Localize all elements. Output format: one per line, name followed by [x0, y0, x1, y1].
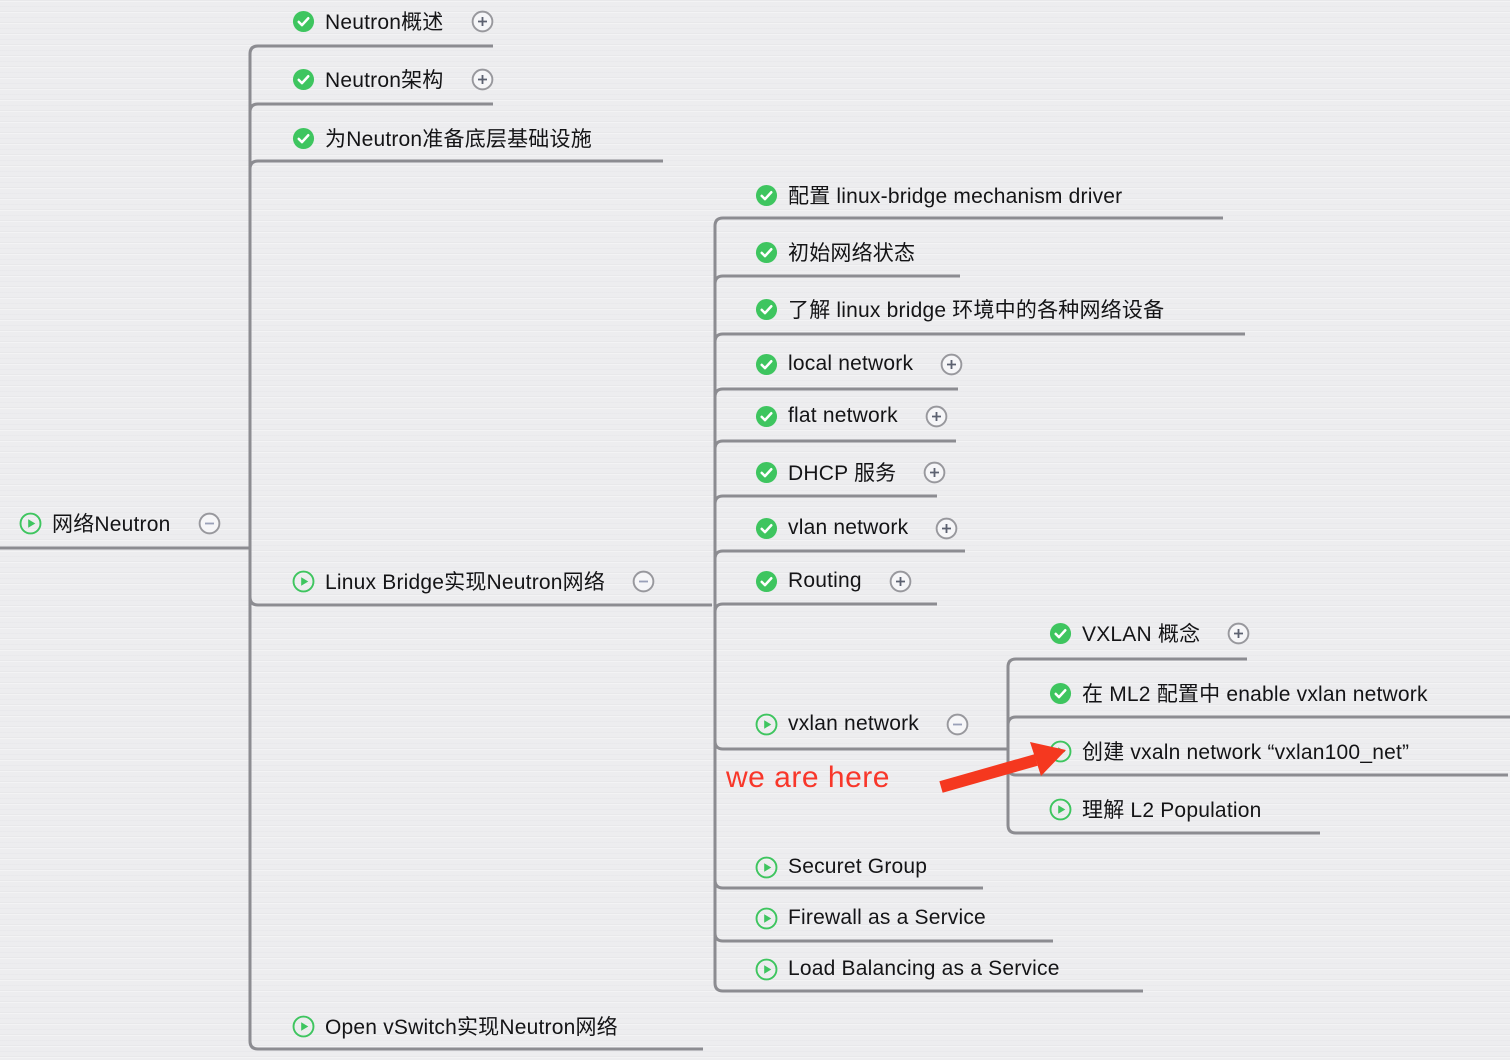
topic-flat-network[interactable]: flat network — [755, 393, 948, 439]
play-icon — [1049, 798, 1072, 821]
check-icon — [755, 241, 778, 264]
topic-label: Neutron架构 — [325, 69, 444, 92]
check-icon — [1049, 682, 1072, 705]
connector-level1-trunk — [248, 44, 703, 1051]
expand-button[interactable] — [471, 68, 494, 91]
topic-firewall-as-a-service[interactable]: Firewall as a Service — [755, 895, 986, 941]
topic-vxlan-concept[interactable]: VXLAN 概念 — [1049, 610, 1250, 656]
topic-l2-population[interactable]: 理解 L2 Population — [1049, 786, 1261, 832]
check-icon — [292, 10, 315, 33]
topic-label: Linux Bridge实现Neutron网络 — [325, 571, 606, 594]
play-icon — [19, 512, 42, 535]
topic-label: 创建 vxaln network “vxlan100_net” — [1082, 741, 1410, 764]
topic-linux-bridge-devices[interactable]: 了解 linux bridge 环境中的各种网络设备 — [755, 286, 1164, 332]
topic-vlan-network[interactable]: vlan network — [755, 505, 958, 551]
we-are-here-label: we are here — [726, 761, 890, 794]
expand-button[interactable] — [935, 517, 958, 540]
expand-button[interactable] — [940, 353, 963, 376]
expand-button[interactable] — [925, 405, 948, 428]
check-icon — [1049, 622, 1072, 645]
topic-label: flat network — [788, 404, 898, 427]
play-icon — [755, 713, 778, 736]
connector-flat-network — [713, 439, 956, 450]
topic-label: local network — [788, 352, 914, 375]
topic-linux-bridge[interactable]: Linux Bridge实现Neutron网络 — [292, 558, 655, 604]
topic-neutron-architecture[interactable]: Neutron架构 — [292, 56, 494, 102]
check-icon — [755, 184, 778, 207]
collapse-button[interactable] — [946, 713, 969, 736]
topic-label: Load Balancing as a Service — [788, 957, 1060, 980]
connector-neutron-architecture — [248, 102, 493, 113]
plus-icon — [477, 16, 487, 26]
expand-button[interactable] — [471, 10, 494, 33]
plus-icon — [895, 576, 905, 586]
check-icon — [292, 68, 315, 91]
topic-label: 网络Neutron — [52, 513, 171, 536]
topic-neutron-overview[interactable]: Neutron概述 — [292, 0, 494, 44]
plus-icon — [930, 467, 940, 477]
topic-initial-network-state[interactable]: 初始网络状态 — [755, 229, 915, 275]
topic-label: 为Neutron准备底层基础设施 — [325, 128, 592, 151]
topic-label: 配置 linux-bridge mechanism driver — [788, 185, 1123, 208]
topic-label: Routing — [788, 569, 862, 592]
topic-label: VXLAN 概念 — [1082, 623, 1201, 646]
play-icon — [755, 907, 778, 930]
connector-routing — [713, 602, 937, 613]
topic-label: 初始网络状态 — [788, 242, 916, 265]
topic-vxlan-network[interactable]: vxlan network — [755, 701, 969, 747]
check-icon — [755, 298, 778, 321]
topic-label: Firewall as a Service — [788, 906, 986, 929]
expand-button[interactable] — [923, 461, 946, 484]
topic-root[interactable]: 网络Neutron — [19, 500, 221, 546]
play-icon — [292, 570, 315, 593]
play-icon — [755, 856, 778, 879]
expand-button[interactable] — [1227, 622, 1250, 645]
check-icon — [292, 127, 315, 150]
topic-config-linux-bridge-driver[interactable]: 配置 linux-bridge mechanism driver — [755, 172, 1122, 218]
plus-icon — [477, 74, 487, 84]
play-icon — [755, 958, 778, 981]
topic-securet-group[interactable]: Securet Group — [755, 844, 927, 890]
topic-label: 了解 linux bridge 环境中的各种网络设备 — [788, 299, 1165, 322]
topic-label: Open vSwitch实现Neutron网络 — [325, 1016, 618, 1039]
topic-load-balancing-as-a-service[interactable]: Load Balancing as a Service — [755, 946, 1060, 992]
play-icon — [1049, 740, 1072, 763]
connector-initial-network-state — [713, 274, 960, 285]
collapse-button[interactable] — [198, 512, 221, 535]
play-icon — [292, 1015, 315, 1038]
check-icon — [755, 353, 778, 376]
topic-label: Securet Group — [788, 855, 928, 878]
connector-enable-vxlan — [1006, 715, 1510, 726]
plus-icon — [931, 411, 941, 421]
topic-routing[interactable]: Routing — [755, 558, 912, 604]
topic-prepare-infrastructure[interactable]: 为Neutron准备底层基础设施 — [292, 115, 592, 161]
topic-label: 理解 L2 Population — [1082, 799, 1262, 822]
check-icon — [755, 570, 778, 593]
topic-open-vswitch[interactable]: Open vSwitch实现Neutron网络 — [292, 1003, 618, 1049]
collapse-button[interactable] — [632, 570, 655, 593]
check-icon — [755, 405, 778, 428]
connector-prepare-infrastructure — [248, 159, 663, 170]
plus-icon — [1234, 628, 1244, 638]
plus-icon — [942, 523, 952, 533]
plus-icon — [947, 359, 957, 369]
topic-enable-vxlan-ml2[interactable]: 在 ML2 配置中 enable vxlan network — [1049, 670, 1428, 716]
topic-local-network[interactable]: local network — [755, 341, 963, 387]
topic-label: vlan network — [788, 516, 909, 539]
topic-label: 在 ML2 配置中 enable vxlan network — [1082, 683, 1428, 706]
topic-label: DHCP 服务 — [788, 462, 897, 485]
check-icon — [755, 517, 778, 540]
connector-dhcp-service — [713, 494, 937, 505]
expand-button[interactable] — [889, 570, 912, 593]
topic-create-vxlan100-net[interactable]: 创建 vxaln network “vxlan100_net” — [1049, 728, 1409, 774]
check-icon — [755, 461, 778, 484]
topic-label: vxlan network — [788, 712, 919, 735]
topic-dhcp-service[interactable]: DHCP 服务 — [755, 449, 946, 495]
topic-label: Neutron概述 — [325, 11, 444, 34]
